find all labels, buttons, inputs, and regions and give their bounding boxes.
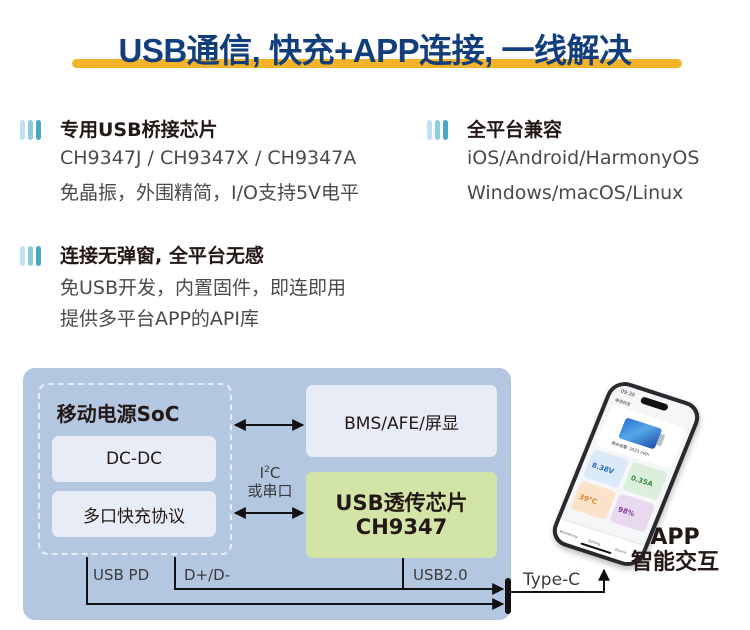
phone-time: 09:30	[619, 388, 636, 399]
page-title: USB通信, 快充+APP连接, 一线解决	[118, 32, 632, 69]
uart-alt-label: 或串口	[247, 482, 293, 500]
bullet-bars-icon	[20, 246, 42, 266]
feature-usb-bridge: 专用USB桥接芯片 CH9347J / CH9347X / CH9347A 免晶…	[20, 115, 420, 210]
dp-dm-label: D+/D-	[184, 566, 231, 584]
type-c-label: Type-C	[523, 570, 581, 590]
temperature-value: 39°C	[577, 492, 599, 507]
feature-line: 免USB开发，内置固件，即连即用	[60, 277, 347, 299]
title-underline	[72, 59, 682, 68]
feature-title: 连接无弹窗, 全平台无感	[60, 245, 264, 267]
feature-no-popup: 连接无弹窗, 全平台无感 免USB开发，内置固件，即连即用 提供多平台APP的A…	[20, 241, 420, 336]
i2c-text-tail: C	[269, 464, 281, 482]
soc-boundary	[38, 383, 232, 555]
type-c-wire	[511, 568, 610, 593]
voltage-value: 8.38V	[590, 461, 616, 476]
soc-title: 移动电源SoC	[56, 402, 180, 426]
usb-bridge-chip-block: USB透传芯片 CH9347	[306, 472, 497, 558]
charge-value: 98%	[616, 505, 636, 519]
type-c-connector	[505, 578, 511, 614]
chip-model: CH9347	[355, 515, 448, 539]
usb-pd-label: USB PD	[93, 566, 150, 584]
feature-platform-compat: 全平台兼容 iOS/Android/HarmonyOS Windows/macO…	[427, 115, 747, 210]
app-label-line1: APP	[650, 525, 700, 550]
i2c-superscript: 2	[264, 465, 270, 475]
dp-dm-wire	[174, 557, 505, 595]
feature-line: CH9347J / CH9347X / CH9347A	[60, 147, 357, 169]
app-label-line2: 智能交互	[630, 550, 719, 575]
feature-line: iOS/Android/HarmonyOS	[467, 147, 700, 169]
feature-line: Windows/macOS/Linux	[467, 182, 684, 204]
i2c-label: I2C 或串口	[234, 461, 306, 500]
feature-title: 全平台兼容	[467, 119, 563, 141]
current-value: 0.35A	[629, 473, 655, 489]
feature-line: 免晶振，外围精简，I/O支持5V电平	[60, 182, 360, 204]
temperature-tile: 39°C	[570, 480, 617, 520]
usb2-label: USB2.0	[413, 566, 468, 584]
fast-charge-protocol-block: 多口快充协议	[52, 491, 216, 537]
app-label: APP 智能交互	[620, 525, 730, 575]
dynamic-island	[639, 396, 669, 412]
feature-title: 专用USB桥接芯片	[60, 119, 218, 141]
title-block: USB通信, 快充+APP连接, 一线解决	[0, 22, 750, 78]
feature-line: 提供多平台APP的API库	[60, 308, 259, 330]
dcdc-block: DC-DC	[52, 436, 216, 482]
bullet-bars-icon	[20, 120, 42, 140]
bms-afe-display-block: BMS/AFE/屏显	[306, 385, 497, 457]
tab-monitoring: Monitoring	[559, 529, 579, 539]
bullet-bars-icon	[427, 120, 449, 140]
chip-label: USB透传芯片	[335, 491, 468, 515]
usb-pd-wire	[86, 557, 505, 610]
i2c-text: I	[259, 464, 265, 482]
